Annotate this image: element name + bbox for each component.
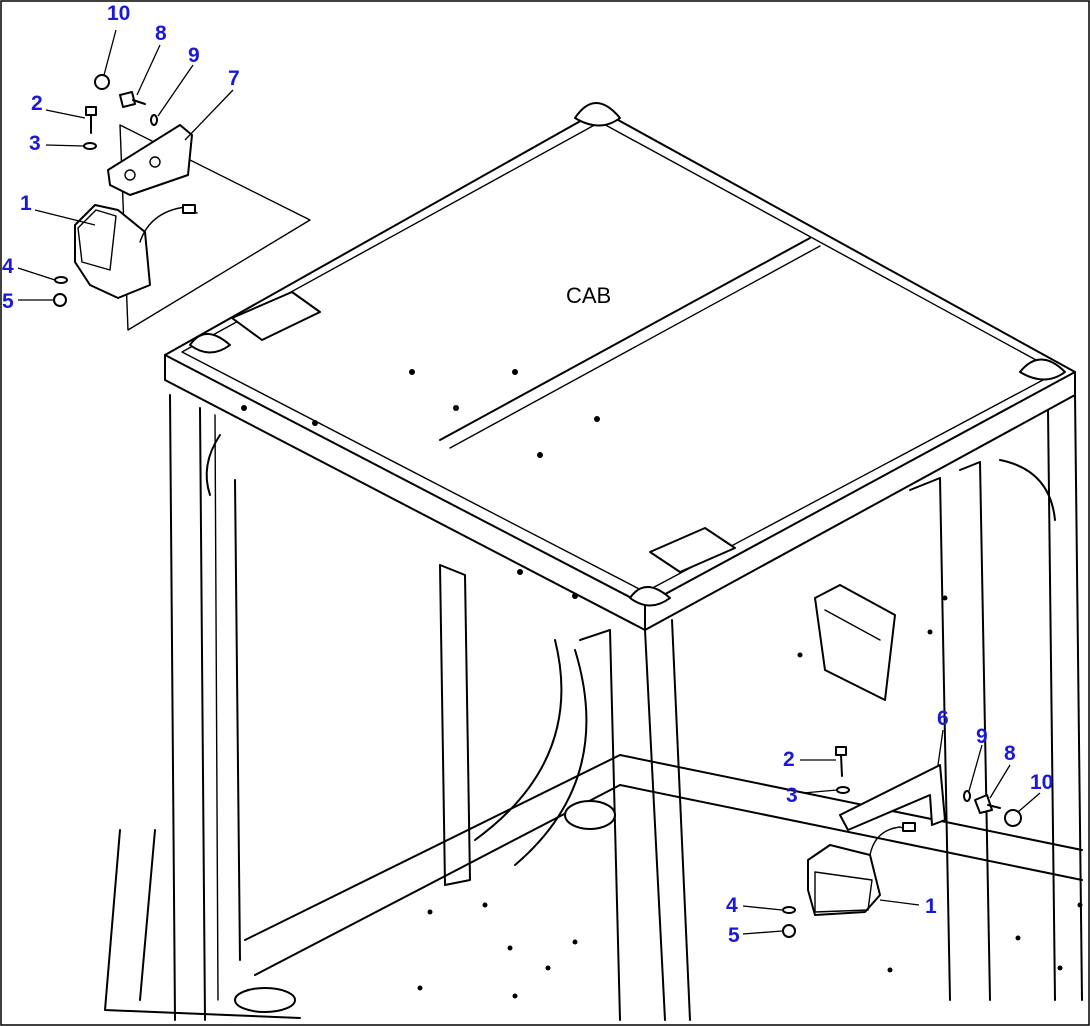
right-washer-9 (963, 790, 971, 802)
callout-left-5: 5 (2, 290, 14, 313)
right-bolt-8-head (974, 794, 993, 814)
left-nut-10 (94, 74, 110, 90)
callout-left-9: 9 (188, 44, 200, 67)
callout-left-7: 7 (228, 67, 240, 90)
right-washer-4 (782, 906, 796, 914)
lamp-assembly-right (782, 746, 1022, 938)
lamp-assembly-left (53, 74, 311, 331)
right-washer-3 (836, 786, 850, 794)
right-bracket (839, 764, 946, 831)
callout-left-2: 2 (31, 92, 43, 115)
callout-left-1: 1 (20, 192, 32, 215)
callout-right-3: 3 (786, 784, 798, 807)
callout-left-8: 8 (155, 22, 167, 45)
cab-label: CAB (566, 283, 611, 308)
callouts-right: 6 9 8 2 10 3 1 4 5 (726, 707, 1053, 947)
right-lamp (807, 844, 881, 916)
callouts-left: 10 8 9 7 2 3 1 4 5 (2, 2, 240, 313)
callout-right-1: 1 (925, 895, 937, 918)
callout-left-3: 3 (29, 132, 41, 155)
leader-lines (17, 29, 1041, 935)
left-washer-3 (83, 142, 97, 150)
callout-left-4: 4 (2, 255, 14, 278)
callout-right-4: 4 (726, 894, 738, 917)
cab-frame (104, 394, 1083, 1021)
left-washer-4 (54, 276, 68, 284)
callout-right-6: 6 (937, 707, 949, 730)
callout-right-2: 2 (783, 748, 795, 771)
left-nut-5 (53, 293, 67, 307)
left-bolt-2-head (85, 106, 97, 116)
left-washer-9 (150, 114, 158, 126)
cab-roof (164, 102, 1076, 631)
callout-right-8: 8 (1004, 742, 1016, 765)
callout-right-10: 10 (1030, 771, 1053, 794)
callout-right-5: 5 (728, 924, 740, 947)
callout-right-9: 9 (976, 725, 988, 748)
left-bolt-8-head (119, 91, 136, 108)
callout-left-10: 10 (107, 2, 130, 25)
right-bolt-2-head (835, 746, 847, 756)
right-nut-5 (782, 924, 796, 938)
right-nut-10 (1004, 809, 1022, 827)
